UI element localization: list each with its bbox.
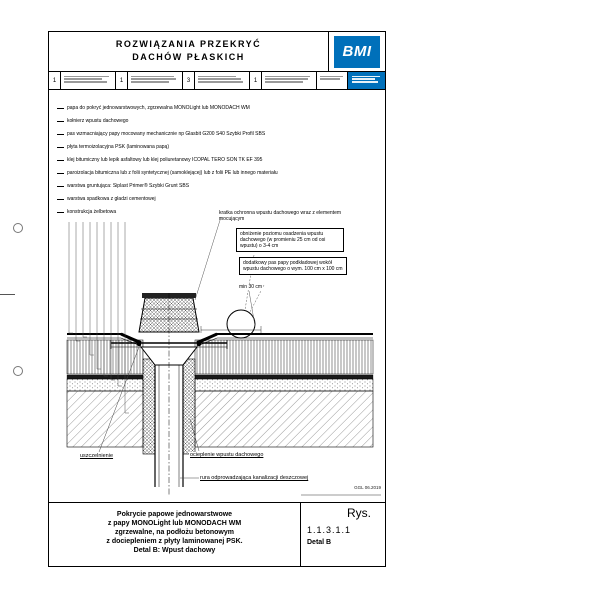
illegible-text-bar: [352, 75, 380, 77]
index-cell: [128, 72, 183, 89]
layer-item: warstwa gruntująca: Siplast Primer® Szyb…: [57, 180, 287, 193]
illegible-text-bar: [352, 78, 376, 80]
illegible-text-bar: [64, 81, 107, 83]
illegible-text-bar: [131, 81, 169, 83]
logo-cell: BMI: [329, 32, 385, 71]
layer-item: konstrukcja żelbetowa: [57, 206, 287, 219]
illegible-text-bar: [320, 78, 340, 80]
illegible-text-bar: [198, 75, 236, 77]
index-cell: [317, 72, 348, 89]
illegible-text-bar: [352, 81, 379, 83]
margin-mark: [0, 294, 15, 295]
doc-code: GGL 06.2019: [354, 485, 381, 490]
label-drain-insulation: ocieplenie wpustu dachowego: [189, 452, 265, 458]
illegible-text-bar: [301, 494, 381, 496]
drawing-sheet: ROZWIĄZANIA PRZEKRYĆ DACHÓW PŁASKICH BMI…: [48, 31, 386, 567]
illegible-text-bar: [198, 78, 241, 80]
layer-item: warstwa spadkowa z gładzi cementowej: [57, 193, 287, 206]
callout-lowering-box: obniżenie poziomu osadzenia wpustu dacho…: [236, 228, 344, 252]
layer-list: papa do pokryć jednowarstwowych, zgrzewa…: [57, 102, 287, 219]
index-number: 1: [116, 72, 128, 89]
layer-item: paroizolacja bitumiczna lub z folii synt…: [57, 167, 287, 180]
title-block: Pokrycie papowe jednowarstwowe z papy MO…: [49, 502, 385, 566]
sheet-title: ROZWIĄZANIA PRZEKRYĆ DACHÓW PŁASKICH: [49, 32, 329, 71]
index-number: 1: [49, 72, 61, 89]
figure-number-cell: Rys. 1.1.3.1.1 Detal B: [301, 503, 385, 566]
technical-drawing: [66, 216, 374, 495]
index-cell: [61, 72, 116, 89]
layer-item: klej bitumiczny lub lepik asfaltowy lub …: [57, 154, 287, 167]
description-line: z papy MONOLight lub MONODACH WM: [107, 520, 242, 527]
blue-stamp-cell: [348, 72, 385, 89]
title-block-description: Pokrycie papowe jednowarstwowe z papy MO…: [49, 503, 301, 566]
illegible-text-bar: [64, 75, 109, 77]
illegible-text-bar: [265, 81, 303, 83]
illegible-text-bar: [131, 75, 174, 77]
illegible-text-bar: [131, 78, 176, 80]
illegible-text-bar: [265, 75, 310, 77]
index-number: 1: [250, 72, 262, 89]
fig-number: 1.1.3.1.1: [307, 525, 352, 535]
illegible-text-bar: [198, 81, 243, 83]
illegible-text-bar: [320, 75, 344, 77]
description-line: Detal B: Wpust dachowy: [133, 547, 216, 554]
description-line: zgrzewalne, na podłożu betonowym: [114, 529, 234, 536]
layer-item: kołnierz wpustu dachowego: [57, 115, 287, 128]
punch-hole: [13, 366, 23, 376]
detail-label: Detal B: [307, 539, 332, 546]
fig-label: Rys.: [347, 506, 371, 520]
callout-extra-strip-box: dodatkowy pas papy podkładowej wokół wpu…: [239, 257, 347, 275]
sheet-header: ROZWIĄZANIA PRZEKRYĆ DACHÓW PŁASKICH BMI: [49, 32, 385, 72]
bmi-logo: BMI: [334, 35, 380, 68]
description-line: Pokrycie papowe jednowarstwowe: [116, 511, 233, 518]
layer-item: płyta termoizolacyjna PSK (laminowana pa…: [57, 141, 287, 154]
layer-item: papa do pokryć jednowarstwowych, zgrzewa…: [57, 102, 287, 115]
min-dimension-label: min 30 cm: [238, 284, 264, 290]
label-pipe: rura odprowadzająca kanalizacji deszczow…: [199, 475, 310, 481]
callout-grate-note: kratka ochronna wpustu dachowego wraz z …: [219, 210, 342, 222]
sheet-title-line2: DACHÓW PŁASKICH: [132, 52, 245, 62]
index-cell: [195, 72, 250, 89]
sheet-title-line1: ROZWIĄZANIA PRZEKRYĆ: [115, 39, 262, 49]
layer-item: pas wzmacniający papy mocowany mechanicz…: [57, 128, 287, 141]
description-line: z dociepleniem z płyty laminowanej PSK.: [106, 538, 243, 545]
illegible-text-bar: [64, 78, 102, 80]
index-cell: [262, 72, 317, 89]
punch-hole: [13, 223, 23, 233]
label-seal: uszczelnienie: [79, 453, 115, 459]
illegible-text-bar: [265, 78, 308, 80]
index-row: 1 1 3 1: [49, 72, 385, 90]
index-number: 3: [183, 72, 195, 89]
